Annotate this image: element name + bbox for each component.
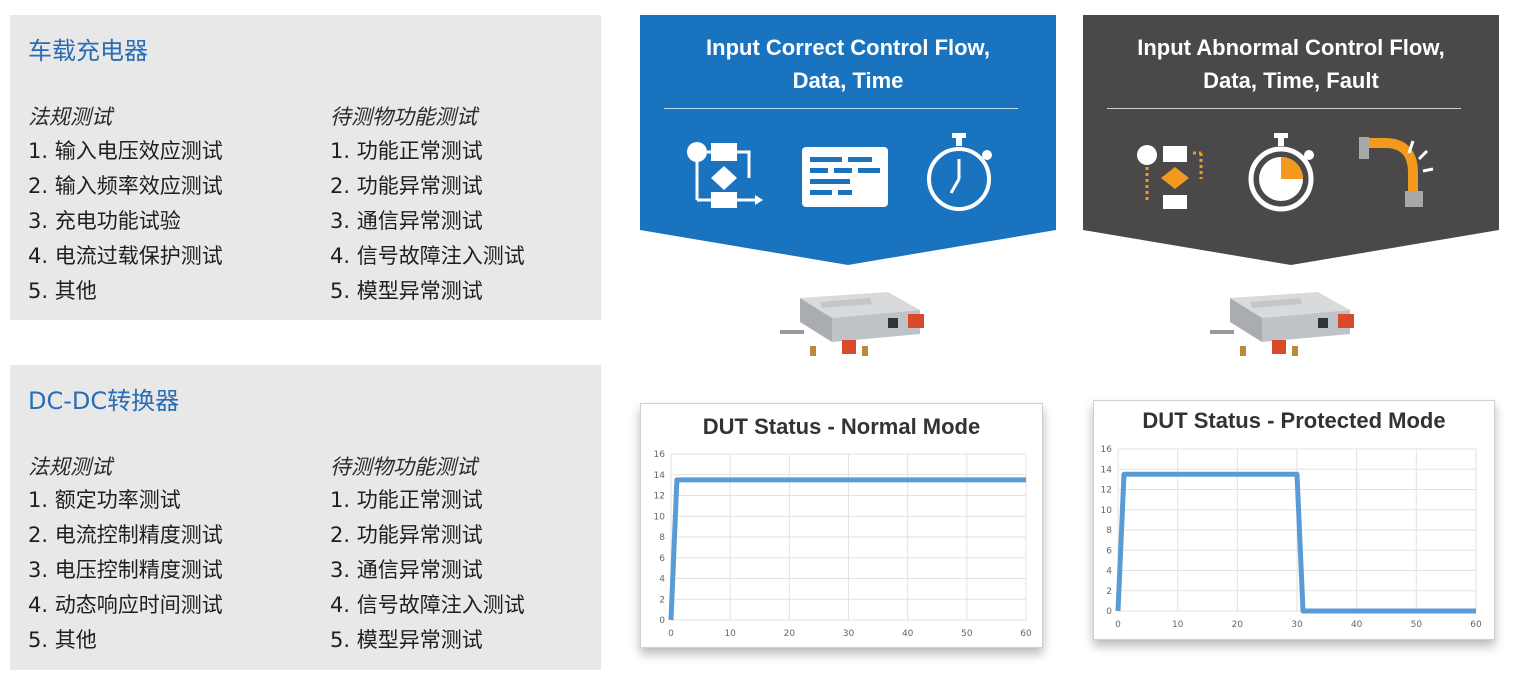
list-item: 1. 额定功率测试 [28, 488, 181, 512]
list-item: 2. 电流控制精度测试 [28, 523, 223, 547]
flowchart-icon [687, 142, 763, 208]
y-tick-label: 16 [1101, 445, 1113, 455]
list-item: 2. 功能异常测试 [330, 523, 483, 547]
list-item: 1. 输入电压效应测试 [28, 139, 223, 163]
y-tick-label: 10 [654, 512, 666, 522]
x-tick-label: 40 [1351, 620, 1363, 630]
banner-title: Input Abnormal Control Flow, Data, Time,… [1083, 31, 1499, 97]
y-tick-label: 2 [1106, 587, 1112, 597]
y-tick-label: 4 [1106, 567, 1112, 577]
list-item: 3. 充电功能试验 [28, 209, 181, 233]
dut-device-image [780, 292, 924, 356]
normal-mode-chart-plot: 0 2 4 6 8 10 12 14 16 0 10 20 30 40 50 60 [654, 450, 1032, 639]
regulation-test-heading: 法规测试 [28, 455, 112, 479]
list-item: 4. 信号故障注入测试 [330, 593, 525, 617]
list-item: 2. 输入频率效应测试 [28, 174, 223, 198]
partial-stopwatch-icon [1248, 133, 1314, 212]
stopwatch-icon [927, 133, 992, 211]
y-tick-label: 12 [1101, 486, 1112, 496]
regulation-test-list: 1. 额定功率测试 2. 电流控制精度测试 3. 电压控制精度测试 4. 动态响… [28, 483, 223, 658]
x-tick-label: 30 [843, 629, 855, 639]
dut-function-test-list: 1. 功能正常测试 2. 功能异常测试 3. 通信异常测试 4. 信号故障注入测… [330, 134, 525, 309]
list-item: 3. 通信异常测试 [330, 558, 483, 582]
dut-function-test-list: 1. 功能正常测试 2. 功能异常测试 3. 通信异常测试 4. 信号故障注入测… [330, 483, 525, 658]
banner-title: Input Correct Control Flow, Data, Time [640, 31, 1056, 97]
list-item: 4. 信号故障注入测试 [330, 244, 525, 268]
x-tick-label: 20 [1232, 620, 1244, 630]
y-tick-label: 6 [659, 554, 665, 564]
x-tick-label: 10 [1172, 620, 1184, 630]
banner-title-line: Data, Time [792, 68, 904, 93]
dcdc-converter-panel: DC-DC转换器 法规测试 1. 额定功率测试 2. 电流控制精度测试 3. 电… [10, 365, 601, 670]
y-tick-label: 14 [654, 471, 666, 481]
dut-function-test-heading: 待测物功能测试 [330, 455, 477, 479]
protected-mode-chart-plot: 0 2 4 6 8 10 12 14 16 0 10 20 30 40 50 60 [1101, 445, 1482, 630]
y-tick-label: 8 [659, 533, 665, 543]
dut-function-test-heading: 待测物功能测试 [330, 105, 477, 129]
x-tick-label: 50 [1411, 620, 1423, 630]
broken-pipe-icon [1359, 137, 1434, 207]
x-tick-label: 60 [1470, 620, 1482, 630]
list-item: 4. 电流过载保护测试 [28, 244, 223, 268]
normal-mode-chart: DUT Status - Normal Mode 0 2 4 6 8 10 12 14 16 0 1… [640, 403, 1043, 648]
list-item: 3. 电压控制精度测试 [28, 558, 223, 582]
y-tick-label: 0 [1106, 607, 1112, 617]
banner-title-line: Data, Time, Fault [1203, 68, 1379, 93]
x-tick-label: 20 [784, 629, 796, 639]
y-tick-label: 10 [1101, 506, 1113, 516]
banner-title-line: Input Correct Control Flow, [706, 35, 990, 60]
panel-title: DC-DC转换器 [28, 387, 180, 415]
banner-background [640, 15, 1056, 265]
list-item: 5. 模型异常测试 [330, 279, 483, 303]
regulation-test-list: 1. 输入电压效应测试 2. 输入频率效应测试 3. 充电功能试验 4. 电流过… [28, 134, 223, 309]
abnormal-flowchart-icon [1137, 145, 1203, 209]
dut-device-image [1210, 292, 1354, 356]
series-line [668, 477, 1026, 621]
list-item: 1. 功能正常测试 [330, 139, 483, 163]
y-tick-label: 2 [659, 595, 665, 605]
protected-mode-chart: DUT Status - Protected Mode 0 2 4 6 8 10 12 14 1… [1093, 400, 1495, 640]
banner-title-line: Input Abnormal Control Flow, [1137, 35, 1445, 60]
x-tick-label: 30 [1291, 620, 1303, 630]
list-item: 2. 功能异常测试 [330, 174, 483, 198]
chart-title: DUT Status - Protected Mode [1142, 408, 1446, 433]
x-tick-label: 50 [961, 629, 973, 639]
list-item: 5. 其他 [28, 279, 97, 303]
list-item: 4. 动态响应时间测试 [28, 593, 223, 617]
y-tick-label: 6 [1106, 546, 1112, 556]
list-item: 3. 通信异常测试 [330, 209, 483, 233]
list-item: 5. 模型异常测试 [330, 628, 483, 652]
x-tick-label: 60 [1020, 629, 1032, 639]
banner-divider [1107, 108, 1461, 109]
y-tick-label: 14 [1101, 465, 1113, 475]
onboard-charger-panel: 车载充电器 法规测试 1. 输入电压效应测试 2. 输入频率效应测试 3. 充电… [10, 15, 601, 320]
data-list-icon [802, 147, 888, 207]
abnormal-input-banner: Input Abnormal Control Flow, Data, Time,… [1083, 15, 1499, 265]
y-tick-label: 4 [659, 575, 665, 585]
chart-title: DUT Status - Normal Mode [702, 414, 981, 439]
y-tick-label: 0 [659, 616, 665, 626]
y-tick-label: 16 [654, 450, 666, 460]
x-tick-label: 10 [724, 629, 736, 639]
regulation-test-heading: 法规测试 [28, 105, 112, 129]
panel-title: 车载充电器 [28, 37, 148, 65]
correct-input-banner: Input Correct Control Flow, Data, Time [640, 15, 1056, 265]
x-tick-label: 0 [668, 629, 674, 639]
series-line [1115, 471, 1476, 614]
x-tick-label: 40 [902, 629, 914, 639]
banner-divider [664, 108, 1018, 109]
x-tick-label: 0 [1115, 620, 1121, 630]
y-tick-label: 12 [654, 492, 665, 502]
y-tick-label: 8 [1106, 526, 1112, 536]
list-item: 1. 功能正常测试 [330, 488, 483, 512]
list-item: 5. 其他 [28, 628, 97, 652]
